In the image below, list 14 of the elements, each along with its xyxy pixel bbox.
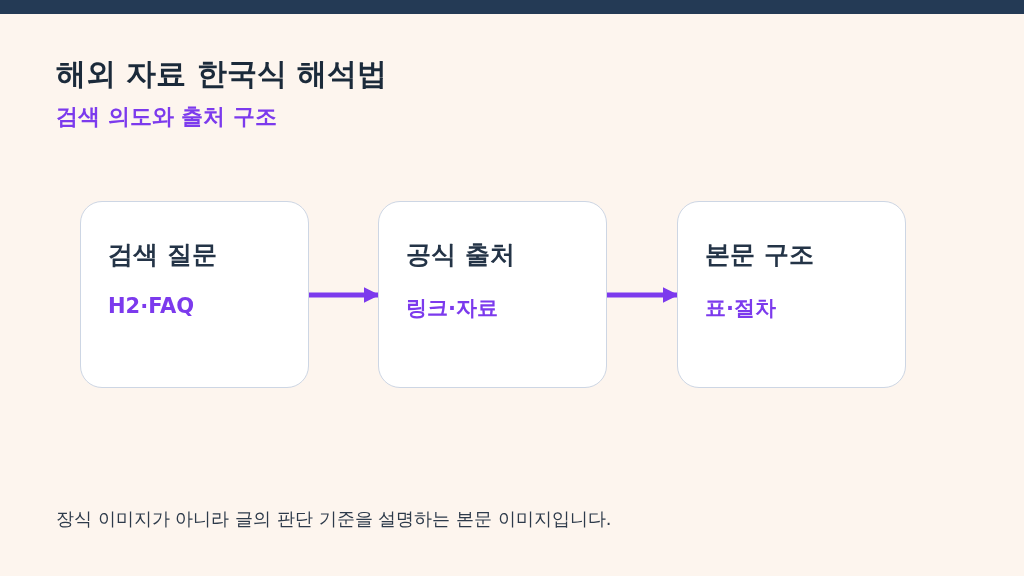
step-heading: 공식 출처 (406, 239, 515, 271)
step-card (378, 201, 607, 388)
step-card (80, 201, 309, 388)
arrow (607, 287, 679, 303)
subtitle: 검색 의도와 출처 구조 (56, 103, 277, 131)
step-detail: H2·FAQ (108, 294, 195, 318)
step-heading: 본문 구조 (705, 239, 814, 271)
caption: 장식 이미지가 아니라 글의 판단 기준을 설명하는 본문 이미지입니다. (56, 507, 612, 531)
step-heading: 검색 질문 (108, 239, 217, 271)
step-card (677, 201, 906, 388)
title: 해외 자료 한국식 해석법 (56, 55, 388, 93)
arrow (309, 287, 380, 303)
step-detail: 표·절차 (705, 295, 776, 322)
step-detail: 링크·자료 (406, 295, 498, 322)
